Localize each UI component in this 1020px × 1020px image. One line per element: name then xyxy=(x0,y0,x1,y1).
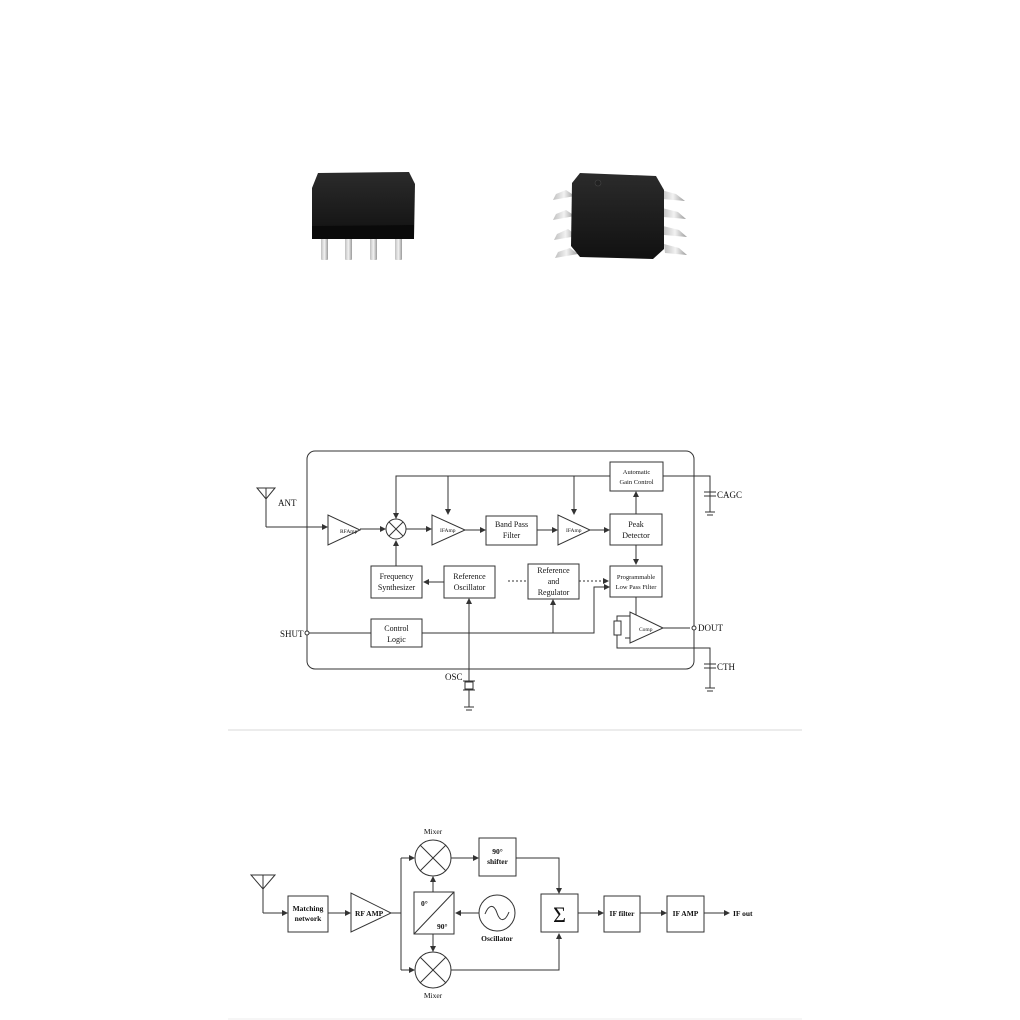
freq-synth-label-1: Frequency xyxy=(380,572,414,581)
if-out-label: IF out xyxy=(733,909,753,918)
oscillator-label: Oscillator xyxy=(481,934,513,943)
shifter-label-2: shifter xyxy=(487,857,508,866)
splitter-bottom-label: 90° xyxy=(437,922,448,931)
comparator-block xyxy=(629,611,665,644)
reference-oscillator-block xyxy=(443,565,496,599)
rf-amp-block xyxy=(327,514,362,546)
pin-cth-label: CTH xyxy=(717,662,736,672)
pin-osc-label: OSC xyxy=(445,672,463,682)
pin-ant-label: ANT xyxy=(278,498,297,508)
antenna-icon-2 xyxy=(249,874,277,913)
mixer-top-icon xyxy=(414,839,452,877)
matching-label-1: Matching xyxy=(293,904,324,913)
ref-osc-label-2: Oscillator xyxy=(454,583,486,592)
mixer-bottom-icon xyxy=(414,951,452,989)
low-pass-filter-block xyxy=(609,565,663,598)
ref-reg-label-3: Regulator xyxy=(538,588,570,597)
if-filter-label: IF filter xyxy=(610,909,636,918)
chip-photo-front xyxy=(312,172,415,260)
peak-detector-label-1: Peak xyxy=(628,520,644,529)
frequency-synthesizer-block xyxy=(370,565,423,599)
mixer-top-label: Mixer xyxy=(424,827,443,836)
agc-label-1: Automatic xyxy=(623,469,651,476)
if-amp-2-block xyxy=(557,514,592,546)
chip-photo-angled xyxy=(553,173,687,259)
agc-label-2: Gain Control xyxy=(619,479,653,486)
pin-cagc-label: CAGC xyxy=(717,490,742,500)
if-filter-block xyxy=(603,895,641,933)
lpf-label-1: Programmable xyxy=(617,574,655,581)
shifter-label-1: 90° xyxy=(492,847,503,856)
chip-outline xyxy=(306,450,695,670)
rf-amp-2-block xyxy=(350,892,393,933)
if-amp-2-label: IFAmp xyxy=(566,528,582,534)
lpf-label-2: Low Pass Filter xyxy=(616,584,658,591)
crystal-icon xyxy=(464,681,474,690)
summer-symbol: Σ xyxy=(553,902,566,927)
peak-detector-block xyxy=(609,513,663,546)
pin-dout-label: DOUT xyxy=(698,623,723,633)
control-logic-label-2: Logic xyxy=(387,635,406,644)
band-pass-filter-block xyxy=(485,515,538,546)
freq-synth-label-2: Synthesizer xyxy=(378,583,416,592)
if-amp-1-label: IFAmp xyxy=(440,528,456,534)
matching-label-2: network xyxy=(295,914,322,923)
rf-amp-2-label: RF AMP xyxy=(355,909,384,918)
reference-regulator-block xyxy=(527,563,580,600)
if-amp-label: IF AMP xyxy=(673,909,699,918)
matching-network-block xyxy=(287,895,329,933)
mixer-bottom-label: Mixer xyxy=(424,991,443,1000)
comparator-label: Comp xyxy=(639,627,653,633)
image-reject-receiver-diagram: Matching network RF AMP Mixer Mixer 0° 9… xyxy=(249,827,753,1000)
band-pass-label-2: Filter xyxy=(503,531,521,540)
control-logic-label-1: Control xyxy=(384,624,409,633)
receiver-block-diagram: ANT RFAmp IFAmp Band Pass Filter IFAmp P… xyxy=(255,450,742,711)
antenna-icon xyxy=(255,487,277,527)
phase-shifter-block xyxy=(478,837,517,877)
ref-osc-label-1: Reference xyxy=(453,572,486,581)
splitter-top-label: 0° xyxy=(421,899,428,908)
if-amp-1-block xyxy=(431,514,467,546)
ref-reg-label-2: and xyxy=(548,577,560,586)
rf-amp-label: RFAmp xyxy=(340,529,358,535)
band-pass-label-1: Band Pass xyxy=(495,520,528,529)
pin-shut-label: SHUT xyxy=(280,629,304,639)
ref-reg-label-1: Reference xyxy=(537,566,570,575)
summer-block xyxy=(540,893,579,933)
resistor-icon xyxy=(613,620,622,636)
mixer-icon xyxy=(385,518,407,540)
if-amp-block xyxy=(666,895,705,933)
agc-block xyxy=(609,461,664,492)
peak-detector-label-2: Detector xyxy=(622,531,650,540)
oscillator-icon xyxy=(478,894,516,932)
